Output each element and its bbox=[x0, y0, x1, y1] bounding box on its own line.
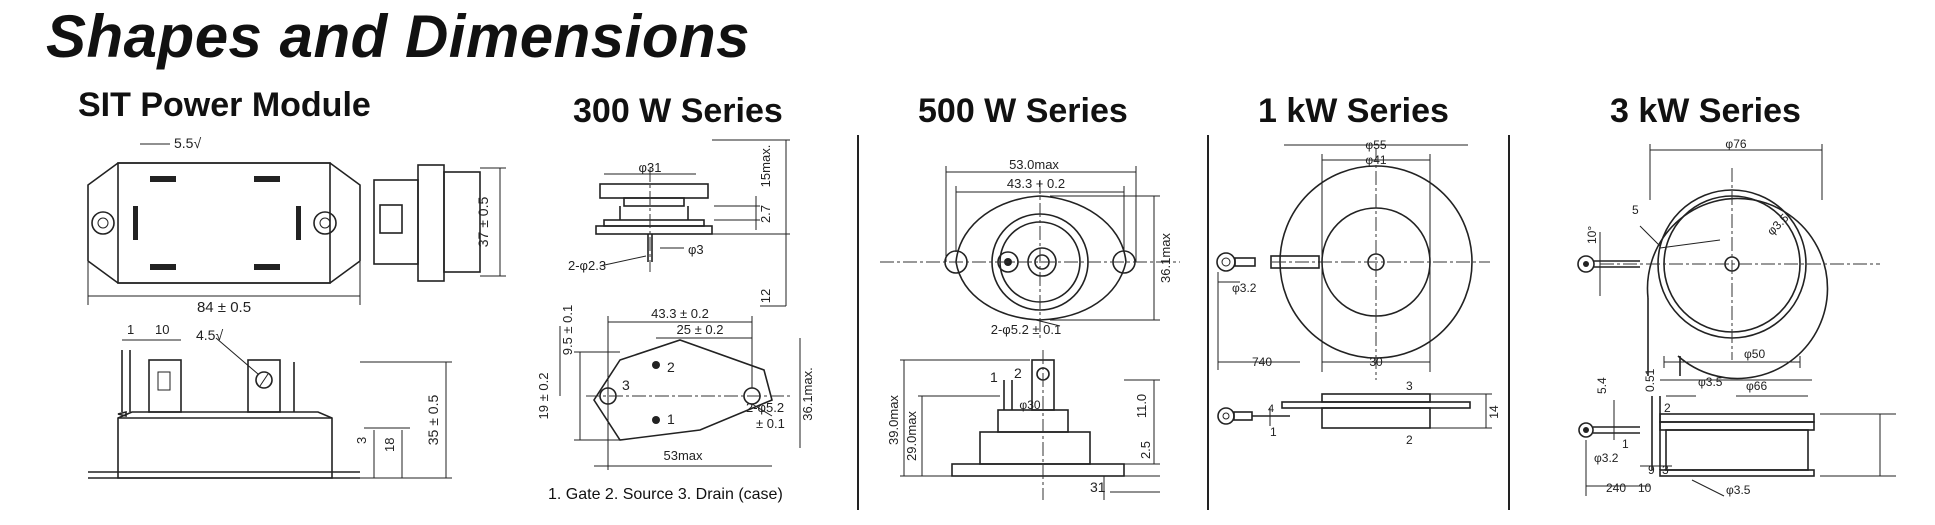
dim-label: φ31 bbox=[639, 160, 662, 175]
dim-label: 2-φ2.3 bbox=[568, 258, 606, 273]
dim-label: φ3.2 bbox=[1594, 451, 1619, 465]
dim-label: 1 bbox=[667, 411, 675, 427]
drawing-3kw-side-view bbox=[1578, 379, 1896, 497]
section-title-sit: SIT Power Module bbox=[78, 86, 371, 124]
dim-label: 4.5√ bbox=[196, 327, 223, 343]
dim-label: 53max bbox=[663, 448, 703, 463]
dim-label: 10 bbox=[1638, 481, 1652, 495]
dim-label: 1 bbox=[1270, 425, 1277, 439]
dim-label: φ3.5 bbox=[1698, 375, 1723, 389]
page-title: Shapes and Dimensions bbox=[46, 3, 751, 70]
drawing-500w-side-view bbox=[900, 350, 1160, 500]
dim-label: φ76 bbox=[1725, 137, 1746, 151]
w300-dimension-labels: φ31 15max. 2.7 φ3 2-φ2.3 12 43.3 ± 0.2 2… bbox=[536, 145, 815, 463]
drawing-300w-top-view bbox=[559, 316, 801, 470]
dim-label: 43.3 ± 0.2 bbox=[651, 306, 709, 321]
dim-label: 9 bbox=[1648, 463, 1655, 477]
dim-label: 36.1max. bbox=[800, 367, 815, 420]
dim-label: 3 bbox=[1662, 463, 1669, 477]
dim-label: 30 bbox=[1369, 355, 1383, 369]
dim-label: 9.5 ± 0.1 bbox=[560, 305, 575, 356]
dim-label: 2 bbox=[1014, 365, 1022, 381]
dim-label: φ66 bbox=[1746, 379, 1767, 393]
dim-label: 15max. bbox=[758, 145, 773, 188]
dim-label: 35 ± 0.5 bbox=[425, 395, 441, 446]
drawing-1kw-top-view bbox=[1216, 144, 1490, 380]
dim-label: 3 bbox=[1406, 379, 1413, 393]
drawing-sit-front-view bbox=[88, 337, 452, 479]
drawing-3kw-top-view bbox=[1577, 144, 1880, 380]
dim-label: 2 bbox=[667, 359, 675, 375]
kw1-dimension-labels: φ55 φ41 φ3.2 740 30 4 1 3 2 14 bbox=[1232, 138, 1501, 447]
dim-label: φ55 bbox=[1365, 138, 1386, 152]
dim-label: 5.4 bbox=[1595, 377, 1609, 394]
dim-label: 37 ± 0.5 bbox=[475, 197, 491, 248]
dim-label: ± 0.1 bbox=[756, 416, 785, 431]
dim-label: 53.0max bbox=[1009, 157, 1059, 172]
dim-label: 10 bbox=[155, 322, 169, 337]
dim-label: 39.0max bbox=[886, 395, 901, 445]
dim-label: 0.51 bbox=[1643, 368, 1657, 392]
dim-label: 84 ± 0.5 bbox=[197, 299, 251, 316]
dim-label: 740 bbox=[1252, 355, 1272, 369]
section-title-500w: 500 W Series bbox=[918, 92, 1128, 130]
dim-label: φ30 bbox=[1019, 398, 1040, 412]
divider-2 bbox=[1207, 135, 1209, 510]
dim-label: 43.3 + 0.2 bbox=[1007, 176, 1065, 191]
dim-label: 2-φ5.2 ± 0.1 bbox=[991, 322, 1062, 337]
dim-label: 31 bbox=[1090, 479, 1106, 495]
section-title-1kw: 1 kW Series bbox=[1258, 92, 1449, 130]
dim-label: 1 bbox=[990, 369, 998, 385]
drawing-sit-top-view bbox=[87, 143, 361, 305]
kw3-dimension-labels: φ76 5 10° φ3.5 φ50 5.4 0.51 φ3.5 φ66 2 1… bbox=[1585, 137, 1792, 497]
dim-label: 19 ± 0.2 bbox=[536, 373, 551, 420]
dim-label: φ3.5 bbox=[1726, 483, 1751, 497]
dim-label: 1 bbox=[127, 322, 134, 337]
dim-label: 240 bbox=[1606, 481, 1626, 495]
sit-dimension-labels: 5.5√ 37 ± 0.5 84 ± 0.5 1 10 4.5√ 3 18 35… bbox=[127, 135, 491, 452]
dim-label: 3 bbox=[354, 437, 369, 444]
dim-label: 4 bbox=[1268, 403, 1274, 415]
pin-legend: 1. Gate 2. Source 3. Drain (case) bbox=[548, 486, 783, 503]
dim-label: φ3.2 bbox=[1232, 281, 1257, 295]
dim-label: 2 bbox=[1406, 433, 1413, 447]
dim-label: 25 ± 0.2 bbox=[677, 322, 724, 337]
drawing-300w-side-view bbox=[595, 139, 790, 307]
dim-label: 3 bbox=[622, 377, 630, 393]
dim-label: 2.7 bbox=[758, 205, 773, 223]
dim-label: 5.5√ bbox=[174, 135, 201, 151]
dim-label: φ3 bbox=[688, 242, 704, 257]
dim-label: 29.0max bbox=[904, 411, 919, 461]
drawing-1kw-side-view bbox=[1217, 393, 1492, 429]
w500-dimension-labels: 53.0max 43.3 + 0.2 36.1max 2-φ5.2 ± 0.1 … bbox=[886, 157, 1173, 495]
dim-label: 12 bbox=[758, 289, 773, 303]
dim-label: 1 bbox=[1622, 437, 1629, 451]
section-title-300w: 300 W Series bbox=[573, 92, 783, 130]
dim-label: 36.1max bbox=[1158, 233, 1173, 283]
dim-label: φ50 bbox=[1744, 347, 1765, 361]
dim-label: 2 bbox=[1664, 401, 1671, 415]
dim-label: φ41 bbox=[1365, 153, 1386, 167]
drawing-500w-top-view bbox=[880, 166, 1180, 340]
dim-label: 14 bbox=[1487, 405, 1501, 419]
dim-label: 5 bbox=[1632, 203, 1639, 217]
divider-1 bbox=[857, 135, 859, 510]
section-title-3kw: 3 kW Series bbox=[1610, 92, 1801, 130]
dim-label: 10° bbox=[1585, 226, 1599, 244]
dim-label: 2.5 bbox=[1138, 441, 1153, 459]
dim-label: 11.0 bbox=[1134, 394, 1149, 418]
divider-3 bbox=[1508, 135, 1510, 510]
drawing-sit-side-view bbox=[373, 164, 506, 282]
dim-label: 18 bbox=[382, 438, 397, 452]
dim-label: 2-φ5.2 bbox=[746, 400, 784, 415]
